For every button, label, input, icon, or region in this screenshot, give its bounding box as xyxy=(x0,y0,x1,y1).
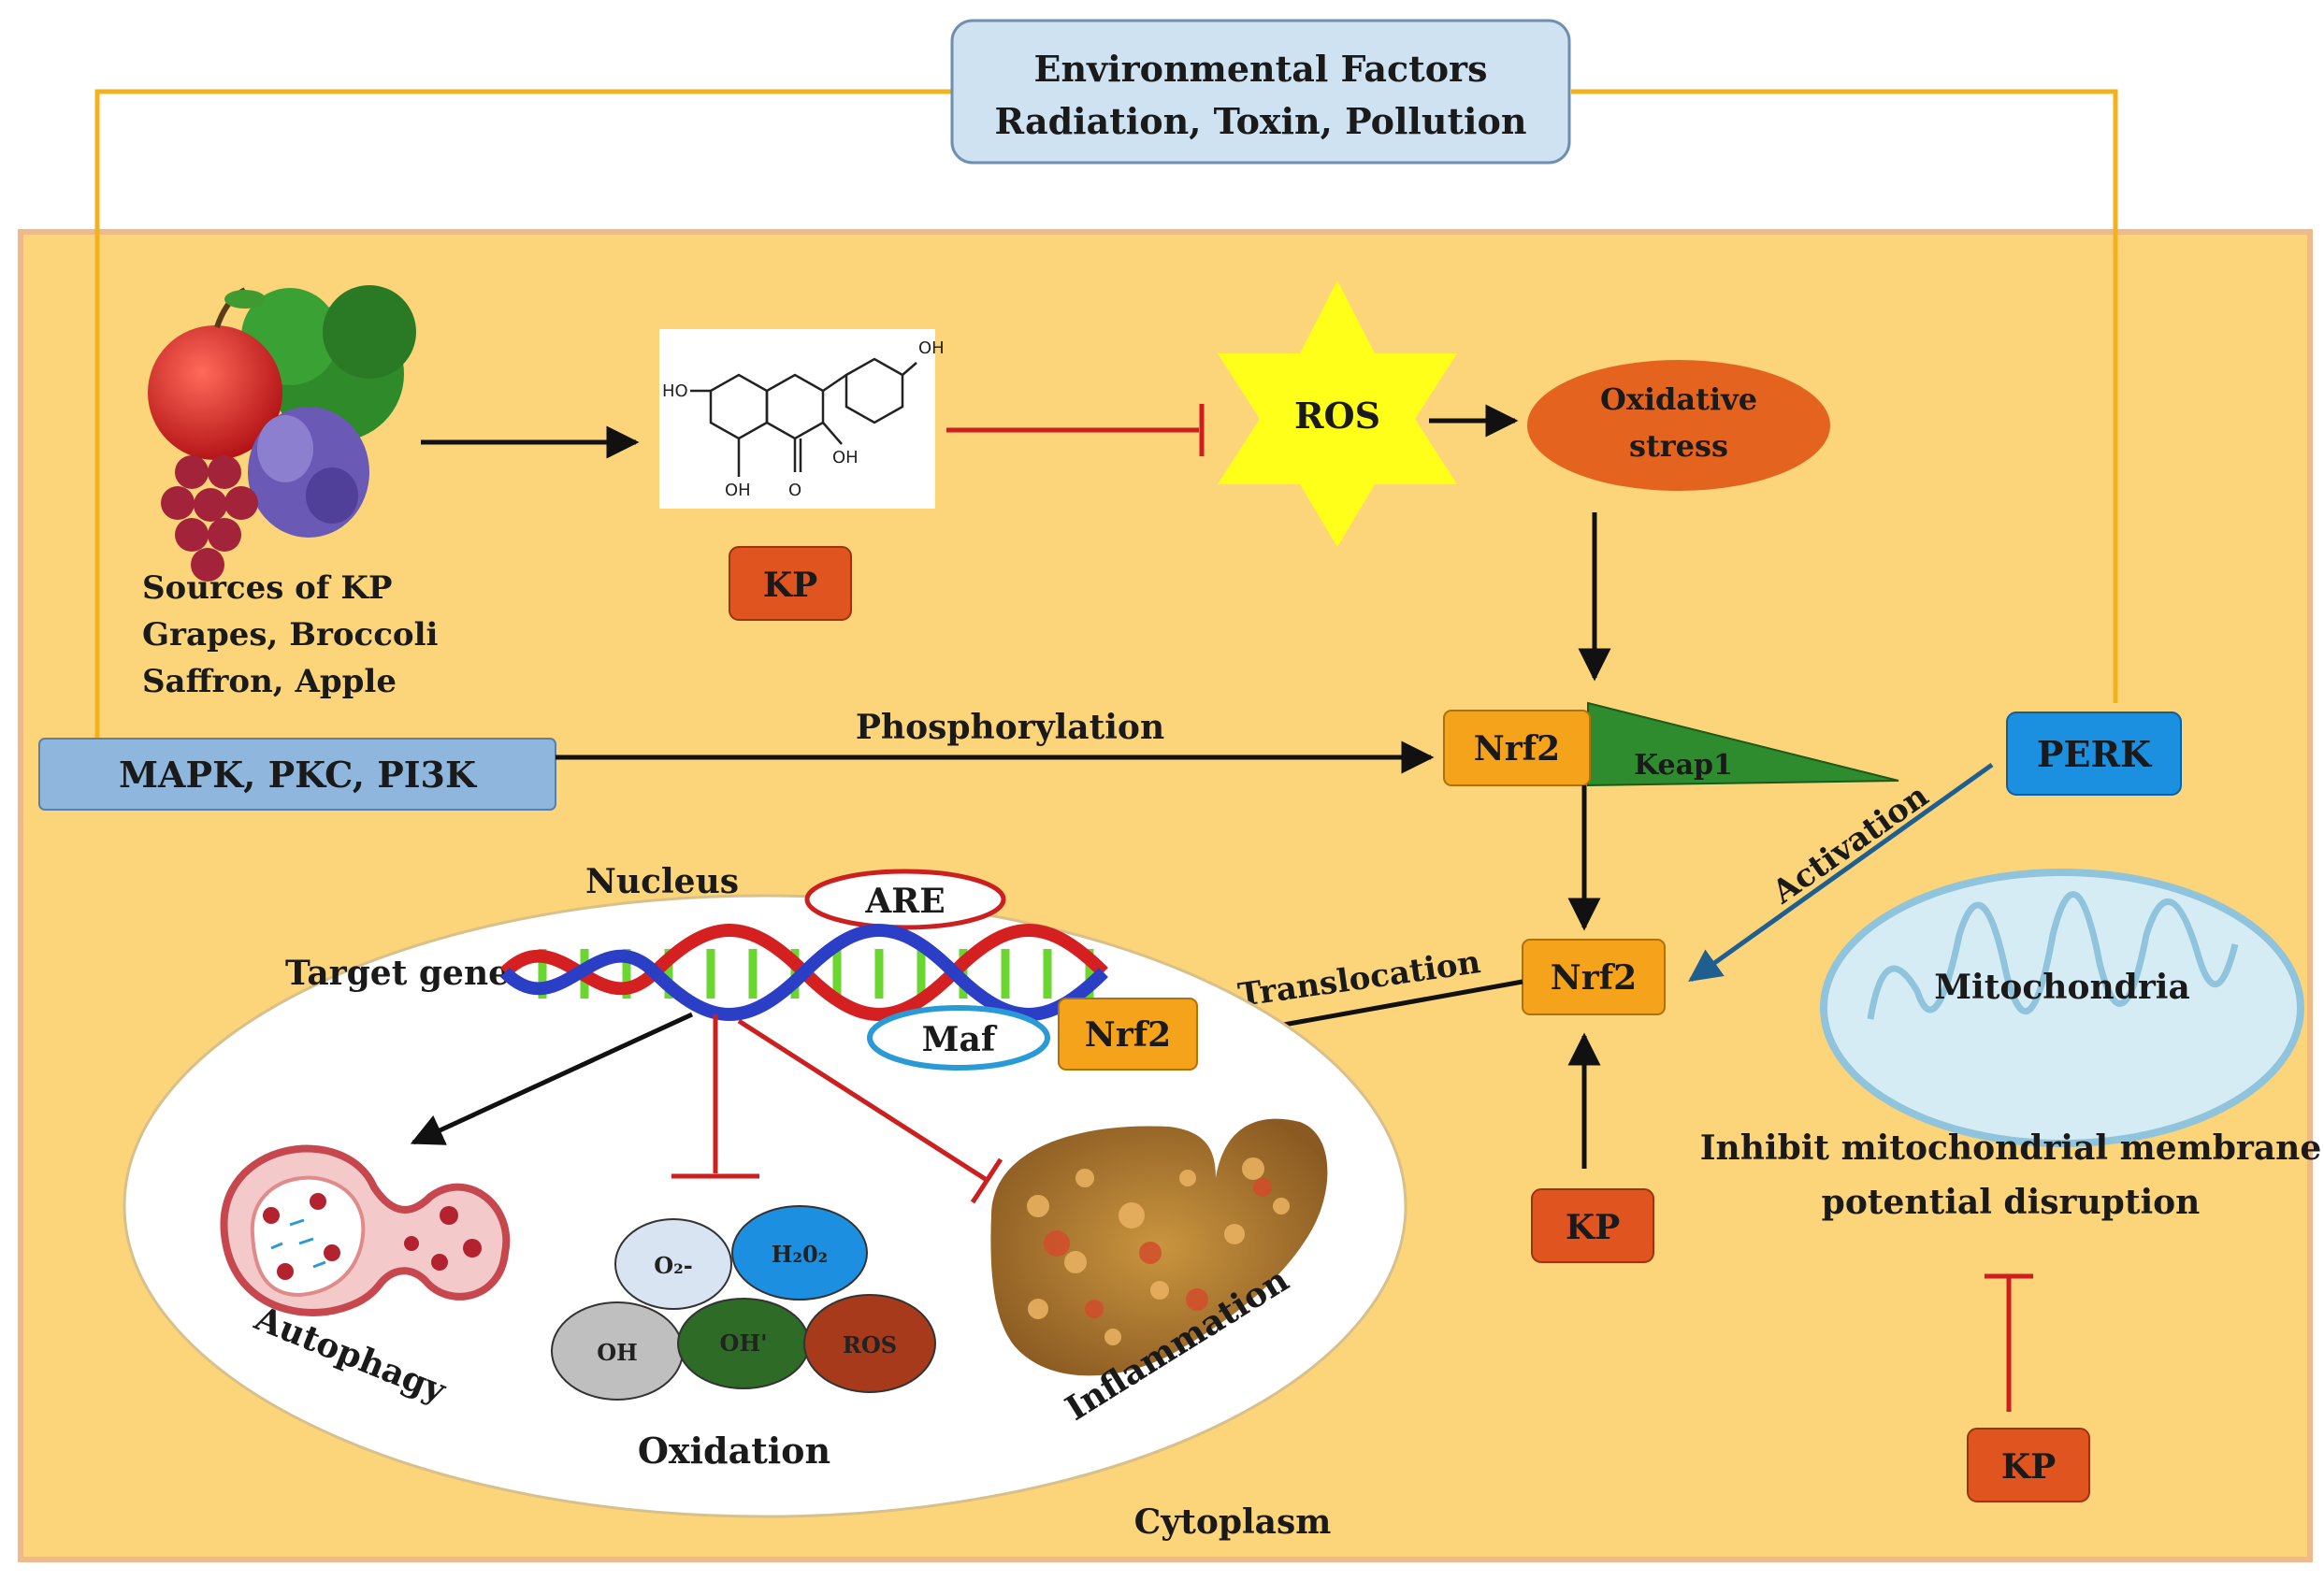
svg-text:Maf: Maf xyxy=(922,1020,998,1059)
mito-text-line1: Inhibit mitochondrial membrane xyxy=(1700,1128,2322,1168)
kp-box-bottom: KP xyxy=(1967,1428,2090,1502)
inhibit-kp-to-ros xyxy=(946,404,1205,456)
environmental-factors-box: Environmental Factors Radiation, Toxin, … xyxy=(950,19,1571,165)
molecule-oh-bottom: OH xyxy=(725,481,751,500)
env-line1: Environmental Factors xyxy=(1034,48,1488,90)
species-o2: O₂- xyxy=(654,1252,692,1279)
svg-text:KP: KP xyxy=(1566,1208,1620,1247)
kp-sources-illustration xyxy=(148,285,416,582)
molecule-oh-top: OH xyxy=(918,338,945,358)
species-ros: ROS xyxy=(843,1331,897,1358)
nrf2-top-label: Nrf2 xyxy=(1474,729,1560,769)
inhibit-inflammation xyxy=(737,1018,1003,1204)
mitochondria: Mitochondria xyxy=(1820,869,2304,1147)
svg-text:MAPK, PKC, PI3K: MAPK, PKC, PI3K xyxy=(119,754,478,796)
svg-text:ROS: ROS xyxy=(1294,395,1380,437)
species-oh-radical: OH' xyxy=(720,1329,768,1357)
ros-species-cluster: O₂- H₂0₂ OH OH' ROS xyxy=(551,1205,936,1401)
maf-element: Maf xyxy=(867,1005,1050,1071)
liver-illustration xyxy=(990,1118,1328,1376)
species-h2o2: H₂0₂ xyxy=(772,1241,828,1268)
svg-text:Oxidative: Oxidative xyxy=(1600,381,1757,417)
kp-box-top: KP xyxy=(729,546,852,621)
kp-box-middle: KP xyxy=(1531,1188,1654,1263)
sources-line3: Saffron, Apple xyxy=(142,663,397,700)
env-right-line xyxy=(1571,89,2118,703)
svg-text:KP: KP xyxy=(763,566,817,605)
keap1-label: Keap1 xyxy=(1634,749,1733,782)
oxidation-label: Oxidation xyxy=(638,1430,830,1472)
arrow-to-autophagy xyxy=(410,1012,694,1145)
kaempferol-structure: OH HO OH OH O xyxy=(659,329,945,509)
nrf2-keap1-complex: Keap1 Nrf2 xyxy=(1443,701,1899,787)
molecule-oh-right: OH xyxy=(832,448,859,467)
svg-text:Nrf2: Nrf2 xyxy=(1085,1015,1171,1055)
arrow-activation xyxy=(1688,762,1994,983)
sources-line1: Sources of KP xyxy=(142,569,392,607)
perk-box: PERK xyxy=(2006,711,2182,796)
nrf2-nucleus-box: Nrf2 xyxy=(1058,998,1198,1071)
mitochondria-label: Mitochondria xyxy=(1934,968,2190,1007)
target-gene-label: Target gene xyxy=(285,954,510,993)
ros-star: ROS xyxy=(1218,280,1457,547)
sources-line2: Grapes, Broccoli xyxy=(142,616,439,654)
molecule-o-bottom: O xyxy=(788,481,801,500)
env-line2: Radiation, Toxin, Pollution xyxy=(995,100,1527,142)
cytoplasm-label: Cytoplasm xyxy=(1134,1502,1332,1542)
kinases-box: MAPK, PKC, PI3K xyxy=(38,738,556,811)
mito-text-line2: potential disruption xyxy=(1822,1183,2201,1222)
svg-text:Nrf2: Nrf2 xyxy=(1551,958,1637,998)
dna-helix xyxy=(500,924,1108,1021)
autophagy-illustration xyxy=(220,1144,511,1316)
svg-text:PERK: PERK xyxy=(2037,733,2153,775)
oxidative-stress-node: Oxidative stress xyxy=(1527,360,1830,491)
phosphorylation-label: Phosphorylation xyxy=(856,708,1164,747)
svg-text:stress: stress xyxy=(1629,428,1728,464)
svg-text:KP: KP xyxy=(2001,1447,2056,1487)
svg-text:ARE: ARE xyxy=(864,882,945,921)
nucleus-label: Nucleus xyxy=(585,862,739,901)
inhibit-oxidation xyxy=(671,1014,759,1179)
are-element: ARE xyxy=(804,869,1006,930)
nrf2-middle-box: Nrf2 xyxy=(1522,939,1666,1015)
molecule-ho-left: HO xyxy=(662,381,688,401)
env-left-line xyxy=(94,89,952,739)
species-oh: OH xyxy=(597,1339,638,1366)
inhibit-kp-to-mito xyxy=(1985,1273,2033,1412)
